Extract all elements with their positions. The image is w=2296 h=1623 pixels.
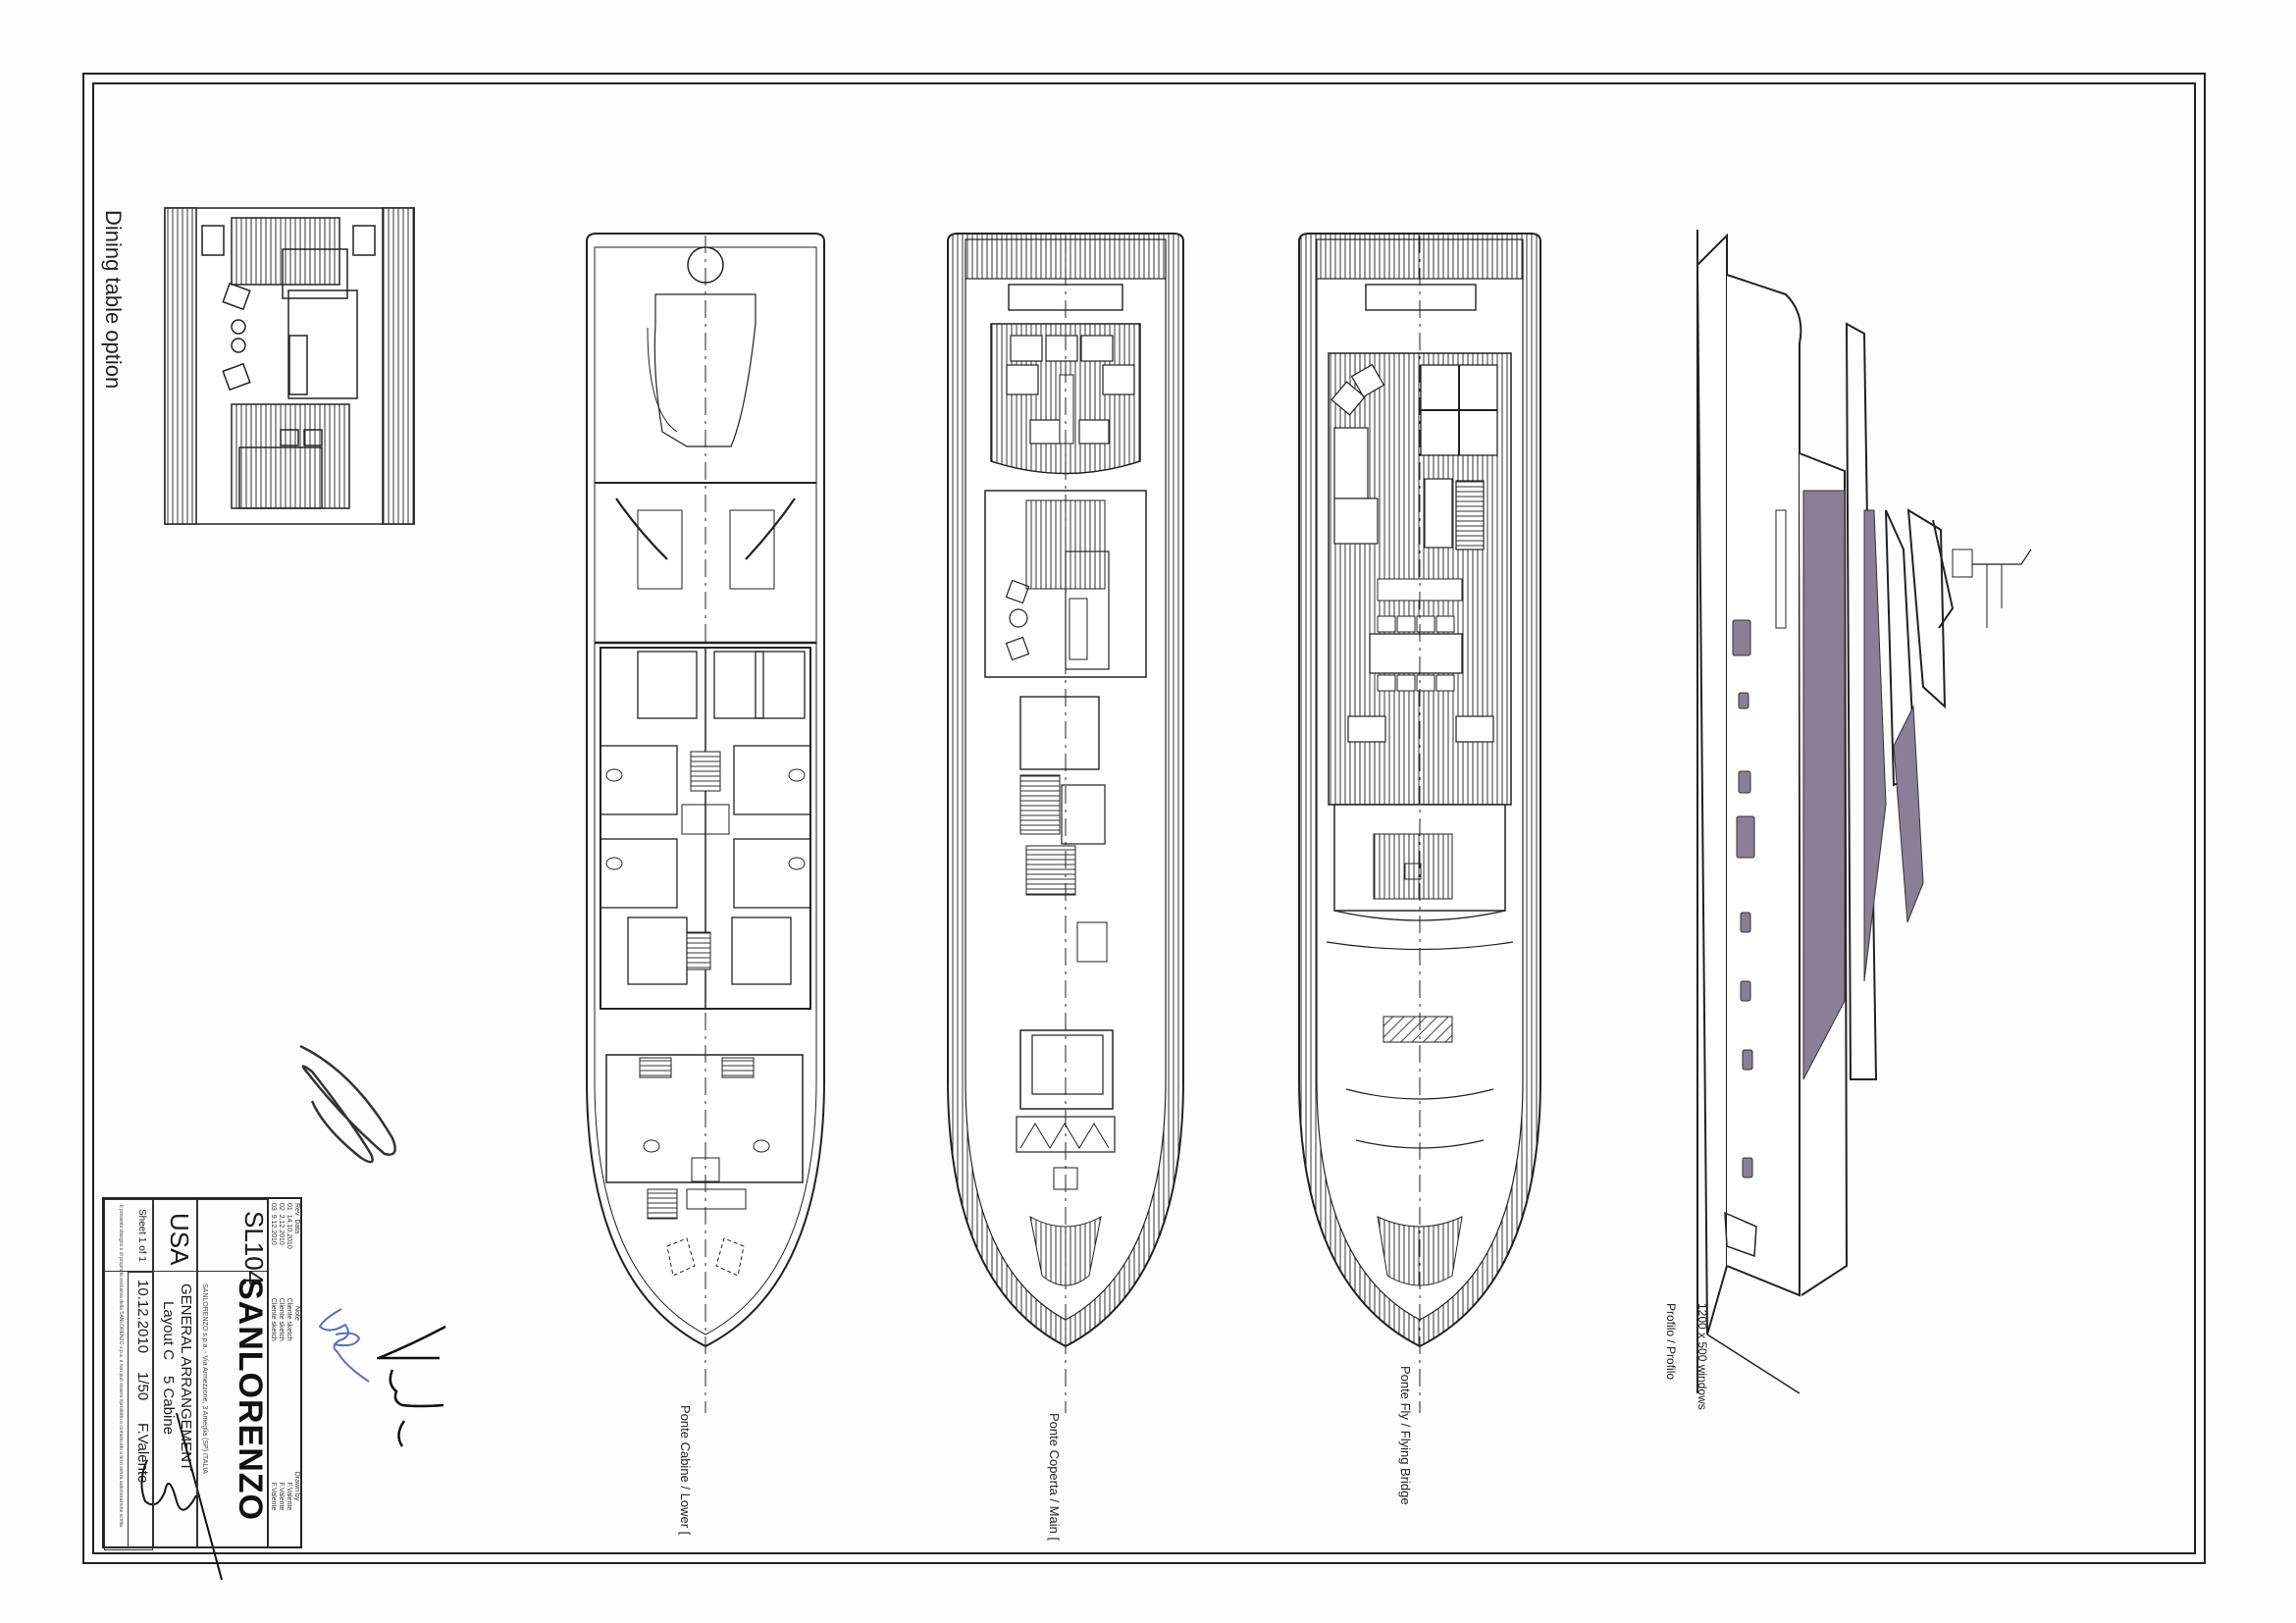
drawing-frame-outer: [82, 73, 2206, 1564]
profile-elevation: [1696, 230, 2032, 1394]
signature-titleblock: [140, 1412, 223, 1581]
drawn-by: F.Valente: [134, 1423, 151, 1484]
inset-label: Dining table option: [101, 210, 126, 390]
company-address: SANLORENZO s.p.a. - Via Armezzone, 3 Ame…: [201, 1283, 208, 1474]
revision-header: Rev Data Note Drawn by: [293, 1203, 300, 1501]
drawing-date: 10.12.2010: [134, 1280, 151, 1354]
model-name: SL104: [239, 1211, 269, 1285]
flying-bridge-plan: [1298, 233, 1541, 1413]
disclaimer-text: Il presente disegno è di proprietà esclu…: [118, 1205, 124, 1529]
drawing-frame-inner: [92, 82, 2196, 1554]
flying-bridge-label: Ponte Fly / Flying Bridge: [1398, 1366, 1413, 1505]
drawing-scale: 1/50: [134, 1372, 151, 1401]
main-deck-label: Ponte Coperta / Main [: [1047, 1413, 1062, 1542]
title-block: SANLORENZO SANLORENZO s.p.a. - Via Armez…: [102, 1197, 269, 1550]
cabin-count: 5 Cabine: [160, 1376, 177, 1436]
signature-blue-initials: [318, 1308, 370, 1383]
destination: USA: [165, 1213, 194, 1266]
revision-row: 02 2.12.2010 Cliente sketch F.Valente: [278, 1203, 285, 1511]
lower-deck-label: Ponte Cabine / Lower [: [678, 1405, 693, 1536]
brand-logo: SANLORENZO: [232, 1278, 269, 1521]
drawing-title: GENERAL ARRANGEMENT: [178, 1283, 194, 1472]
revision-table: Rev Data Note Drawn by 01 14.10.2010 Cli…: [269, 1197, 302, 1548]
profile-label: Profilo / Profilo: [1664, 1303, 1678, 1381]
sheet-number: Sheet 1 of 1: [136, 1209, 147, 1262]
main-deck-plan: [947, 233, 1184, 1413]
layout-name: Layout C: [160, 1301, 177, 1361]
scribble-loop-annotation: [299, 1044, 396, 1164]
inset-dining-table-plan: [164, 207, 415, 525]
lower-deck-plan: [586, 233, 825, 1413]
revision-row: 03 9.12.2010 Cliente sketch F.Valente: [270, 1203, 277, 1511]
signature-black-annotation: [377, 1325, 446, 1447]
windows-note: 1200 x 500 windows: [1696, 1303, 1709, 1410]
revision-row: 01 14.10.2010 Cliente sketch F.Valente: [286, 1203, 292, 1511]
